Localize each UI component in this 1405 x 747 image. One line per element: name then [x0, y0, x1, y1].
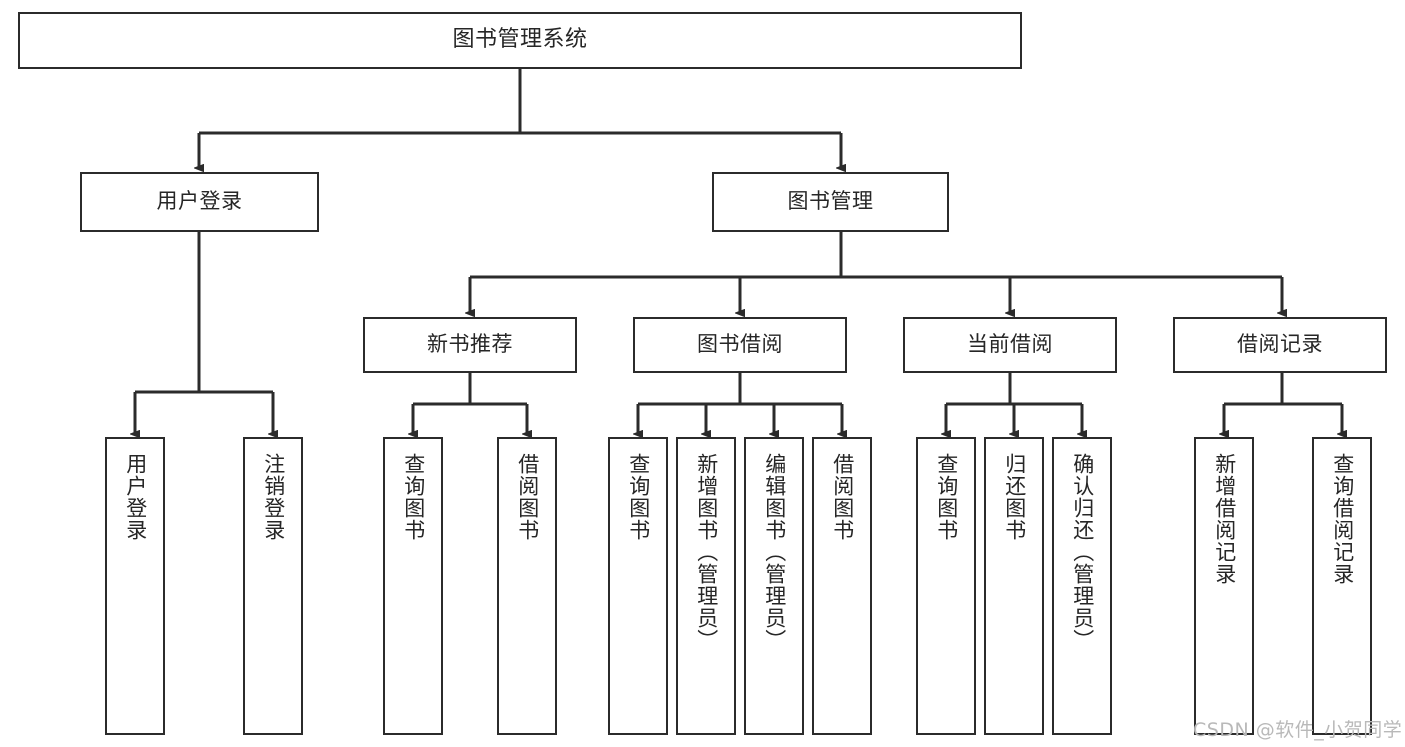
node-label: 借阅记录: [1237, 332, 1323, 357]
node-book-borrow[interactable]: 图书借阅: [633, 317, 847, 373]
node-leaf-add-borrow-record[interactable]: 新增借阅记录: [1194, 437, 1254, 735]
node-label: 查询图书: [401, 453, 426, 541]
node-label: 新增借阅记录: [1212, 453, 1237, 585]
node-label: 借阅图书: [515, 453, 540, 541]
node-borrow-record[interactable]: 借阅记录: [1173, 317, 1387, 373]
node-label: 图书管理: [787, 189, 874, 214]
node-label: 用户登录: [123, 453, 148, 541]
node-label: 注销登录: [261, 453, 286, 541]
node-label: 当前借阅: [967, 332, 1053, 357]
node-current-borrow[interactable]: 当前借阅: [903, 317, 1117, 373]
node-leaf-query-borrow-record[interactable]: 查询借阅记录: [1312, 437, 1372, 735]
node-label: 查询图书: [626, 453, 651, 541]
node-book-management[interactable]: 图书管理: [712, 172, 949, 232]
node-leaf-query-book-recommend[interactable]: 查询图书: [383, 437, 443, 735]
node-label: 归还图书: [1002, 453, 1027, 541]
node-leaf-return-book[interactable]: 归还图书: [984, 437, 1044, 735]
node-leaf-query-book-borrow[interactable]: 查询图书: [608, 437, 668, 735]
csdn-watermark: CSDN @软件_小贺同学: [1193, 719, 1403, 741]
node-new-book-recommend[interactable]: 新书推荐: [363, 317, 577, 373]
node-leaf-add-book-admin[interactable]: 新增图书（管理员）: [676, 437, 736, 735]
node-label: 图书借阅: [697, 332, 783, 357]
node-leaf-query-book-current[interactable]: 查询图书: [916, 437, 976, 735]
node-label: 查询借阅记录: [1330, 453, 1355, 585]
node-leaf-user-logout[interactable]: 注销登录: [243, 437, 303, 735]
node-leaf-borrow-book-recommend[interactable]: 借阅图书: [497, 437, 557, 735]
node-root-book-management-system[interactable]: 图书管理系统: [18, 12, 1022, 69]
node-leaf-borrow-book[interactable]: 借阅图书: [812, 437, 872, 735]
node-leaf-edit-book-admin[interactable]: 编辑图书（管理员）: [744, 437, 804, 735]
node-label: 借阅图书: [830, 453, 855, 541]
node-leaf-confirm-return-admin[interactable]: 确认归还（管理员）: [1052, 437, 1112, 735]
node-label: 编辑图书（管理员）: [762, 453, 787, 651]
node-leaf-user-login[interactable]: 用户登录: [105, 437, 165, 735]
node-label: 新书推荐: [427, 332, 513, 357]
node-user-login[interactable]: 用户登录: [80, 172, 319, 232]
node-label: 用户登录: [156, 189, 243, 214]
node-label: 查询图书: [934, 453, 959, 541]
node-label: 新增图书（管理员）: [694, 453, 719, 651]
node-label: 确认归还（管理员）: [1070, 453, 1095, 651]
node-label: 图书管理系统: [452, 27, 588, 53]
